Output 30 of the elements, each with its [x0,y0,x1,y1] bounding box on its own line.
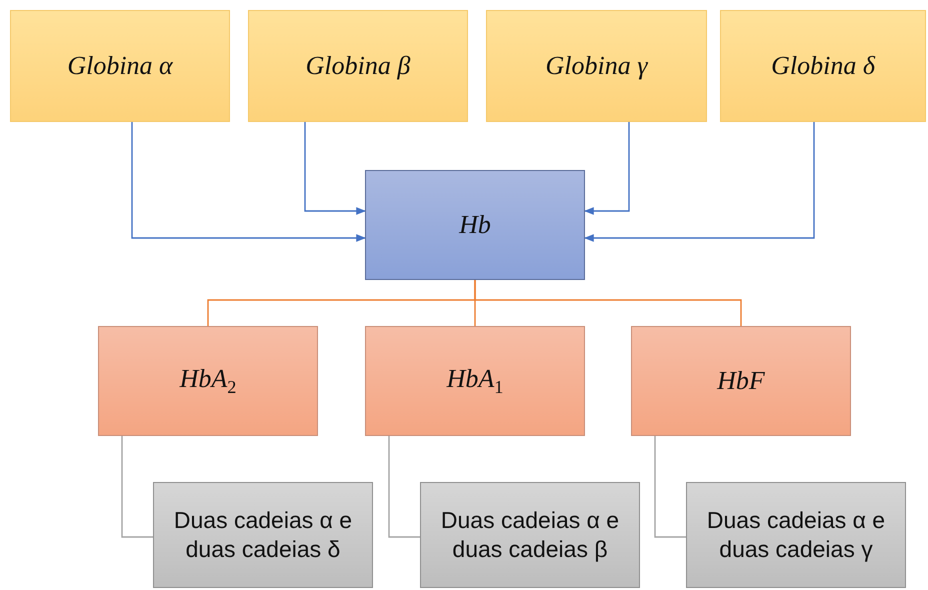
process-box [10,10,230,122]
process-box [365,170,585,280]
description-box [153,482,373,588]
description-box [686,482,906,588]
box-label: HbA$_{1}$ [445,363,504,399]
process-box [631,326,851,436]
process-box [720,10,926,122]
arrow [584,122,630,215]
connector-line [474,280,742,326]
arrow [304,122,366,215]
box-label: Hb [458,208,492,241]
description-box [420,482,640,588]
box-label: HbA$_{2}$ [178,363,238,399]
box-label: Globina δ [770,50,876,82]
connector-line [388,436,420,538]
process-box [365,326,585,436]
arrow [131,122,366,242]
box-label: Globina γ [544,50,649,82]
process-box [98,326,318,436]
process-box [248,10,468,122]
box-label: Globina β [304,50,412,82]
connector-line [121,436,153,538]
box-label: Globina α [66,50,174,82]
box-label: Duas cadeias α e duas cadeias δ [172,506,354,564]
box-label: HbF [716,364,766,397]
arrow [584,122,815,242]
box-label: Duas cadeias α e duas cadeias β [440,506,620,564]
box-label: Duas cadeias α e duas cadeias γ [706,506,886,564]
connector-line [654,436,686,538]
process-box [486,10,707,122]
